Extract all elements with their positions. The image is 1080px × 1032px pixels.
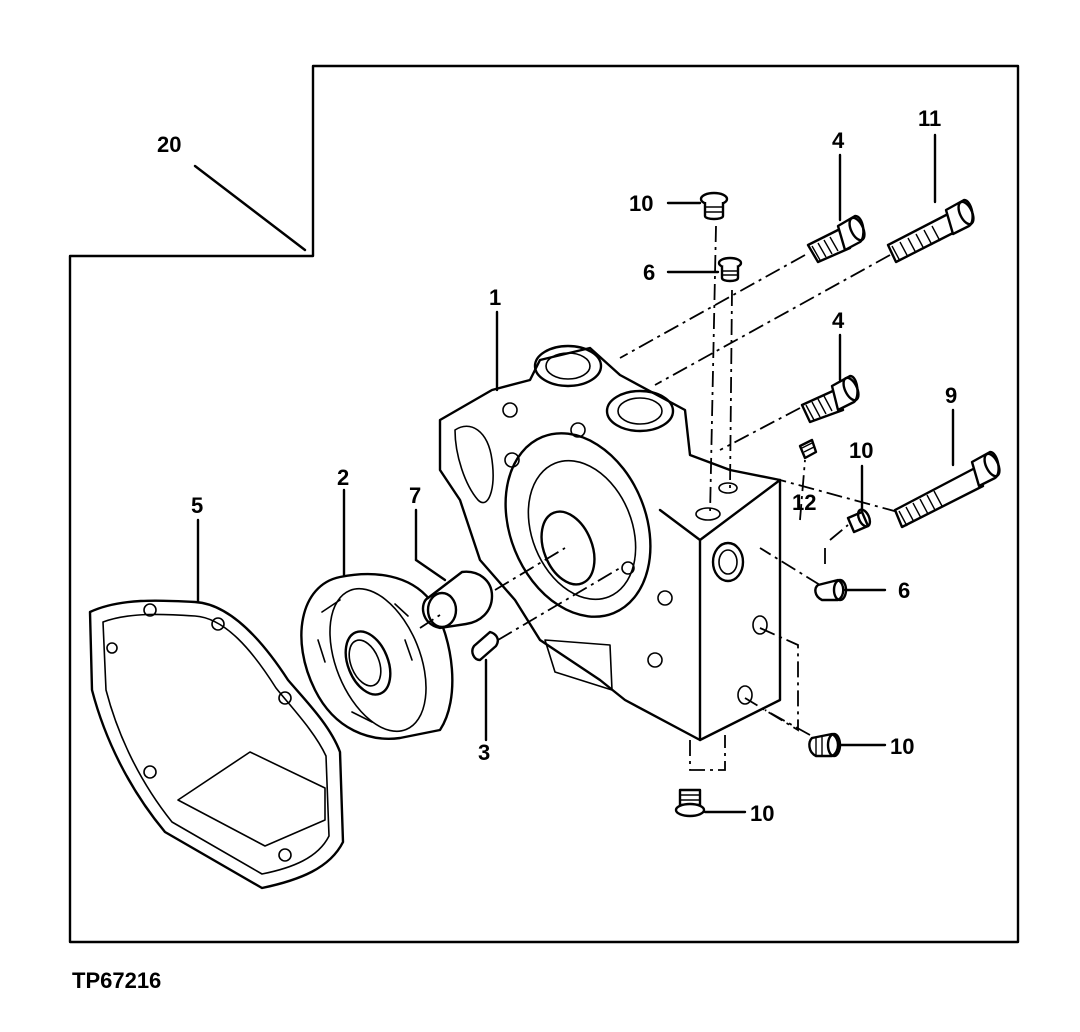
plug-part-10-right-lower[interactable] [808, 732, 842, 758]
diagram-frame [68, 64, 1020, 944]
callout-7: 7 [409, 483, 421, 508]
plug-part-10-bottom[interactable] [674, 788, 706, 818]
long-cap-screw-part-11[interactable] [886, 198, 977, 264]
plug-part-10-right-upper[interactable] [846, 508, 872, 534]
plug-part-6-top[interactable] [717, 256, 743, 283]
set-screw-part-12[interactable] [798, 438, 818, 460]
callout-4-upper: 4 [832, 128, 845, 153]
callout-4-lower: 4 [832, 308, 845, 333]
callout-6-right: 6 [898, 578, 910, 603]
assembly-lines [419, 225, 899, 771]
callout-20: 20 [157, 132, 181, 157]
gasket-part-5[interactable] [88, 599, 345, 890]
callout-12: 12 [792, 490, 816, 515]
callout-2: 2 [337, 465, 349, 490]
callout-5: 5 [191, 493, 203, 518]
cap-screw-part-4-upper[interactable] [806, 214, 868, 264]
dowel-pin-part-3[interactable] [471, 630, 499, 662]
callout-10-top: 10 [629, 191, 653, 216]
callout-10-bottom: 10 [750, 801, 774, 826]
cap-screw-part-4-lower[interactable] [800, 374, 862, 424]
sleeve-part-7[interactable] [421, 570, 494, 630]
callout-6-top: 6 [643, 260, 655, 285]
callout-labels: 20 1 2 3 4 4 5 6 6 7 9 10 10 10 10 11 12 [157, 106, 957, 826]
wear-plate-part-2[interactable] [300, 572, 454, 745]
long-cap-screw-part-9[interactable] [893, 450, 1003, 529]
callout-1: 1 [489, 285, 501, 310]
plug-part-6-right[interactable] [814, 578, 848, 602]
callout-10-right-lower: 10 [890, 734, 914, 759]
callout-11: 11 [918, 106, 941, 131]
valve-housing-part-1[interactable] [438, 344, 782, 742]
leader-lines [193, 133, 955, 814]
plug-part-10-top[interactable] [699, 191, 729, 221]
callout-3: 3 [478, 740, 490, 765]
callout-10-right-upper: 10 [849, 438, 873, 463]
figure-id: TP67216 [72, 968, 161, 993]
callout-9: 9 [945, 383, 957, 408]
